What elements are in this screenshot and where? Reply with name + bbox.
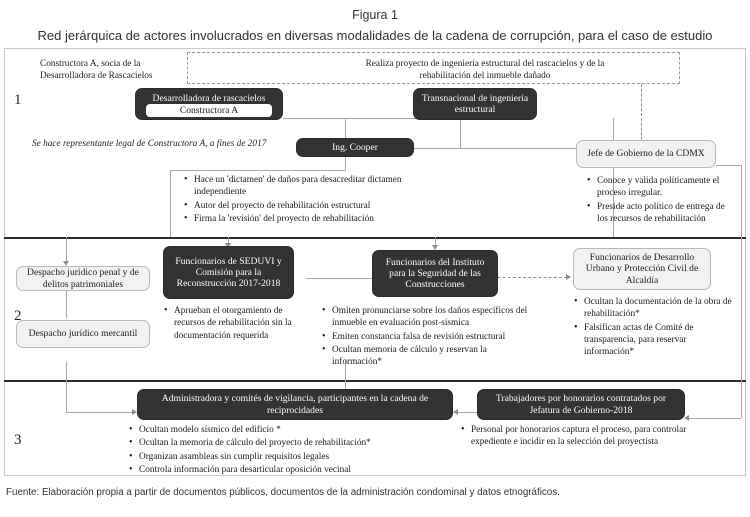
node-jefe-gobierno-cdmx[interactable]: Jefe de Gobierno de la CDMX xyxy=(576,140,716,168)
connector-instituto-down-to-administradora xyxy=(345,360,346,398)
node-jefe-gobierno-label: Jefe de Gobierno de la CDMX xyxy=(587,148,705,160)
list-item: Emiten constancia falsa de revisión estr… xyxy=(322,330,539,343)
node-trabajadores-honorarios[interactable]: Trabajadores por honorarios contratados … xyxy=(477,389,685,420)
bullets-instituto: Omiten pronunciarse sobre los daños espe… xyxy=(321,304,539,369)
connector-down-to-instituto xyxy=(435,237,436,247)
list-item: Aprueban el otorgamiento de recursos de … xyxy=(164,304,308,342)
bullets-ing-cooper: Hace un 'dictamen' de daños para desacre… xyxy=(183,173,433,226)
bullets-desarrollo-urbano: Ocultan la documentación de la obra de r… xyxy=(573,295,733,359)
node-funcionarios-seduvi[interactable]: Funcionarios de SEDUVI y Comisión para l… xyxy=(163,246,294,299)
arrowhead-despacho-penal xyxy=(62,261,69,266)
list-item: Hace un 'dictamen' de daños para desacre… xyxy=(184,173,433,199)
connector-cooper-down xyxy=(345,148,346,170)
note-constructora-socia: Constructora A, socia de la Desarrollado… xyxy=(40,59,153,82)
arrowhead-into-administradora-left xyxy=(132,408,137,415)
node-seduvi-label: Funcionarios de SEDUVI y Comisión para l… xyxy=(175,255,282,290)
node-administradora-label: Administradora y comités de vigilancia, … xyxy=(161,393,429,416)
node-transnacional-label: Transnacional de ingeniería estructural xyxy=(421,92,529,115)
connector-cooper-bullets-left xyxy=(170,170,171,237)
list-item: Controla información para desarticular o… xyxy=(129,463,418,476)
connector-desarrolladora-to-transnacional xyxy=(283,118,461,119)
node-ing-cooper[interactable]: Ing. Cooper xyxy=(296,138,414,157)
node-transnacional-ingenieria[interactable]: Transnacional de ingeniería estructural xyxy=(413,88,537,120)
node-despacho-mercantil-label: Despacho jurídico mercantil xyxy=(28,328,138,340)
connector-cooper-bullets-top xyxy=(170,170,346,171)
connector-seduvi-to-instituto xyxy=(306,278,376,279)
bullets-trabajadores: Personal por honorarios captura el proce… xyxy=(460,423,720,450)
figure-title: Red jerárquica de actores involucrados e… xyxy=(37,28,713,43)
note-representante-legal: Se hace representante legal de Construct… xyxy=(32,139,267,149)
list-item: Ocultan modelo sísmico del edificio * xyxy=(129,423,418,436)
level-divider-2 xyxy=(4,380,746,382)
list-item: Conoce y valida políticamente el proceso… xyxy=(587,174,736,200)
bullets-administradora: Ocultan modelo sísmico del edificio * Oc… xyxy=(128,423,418,477)
arrowhead-administradora-right xyxy=(453,408,458,415)
node-constructora-a-label: Constructora A xyxy=(179,105,239,116)
connector-transnacional-vertical xyxy=(460,118,461,148)
list-item: Organizan asambleas sin cumplir requisit… xyxy=(129,450,418,463)
list-item: Firma la 'revisión' del proyecto de reha… xyxy=(184,212,433,225)
connector-despacho-mercantil-down xyxy=(66,362,67,412)
list-item: Ocultan la memoria de cálculo del proyec… xyxy=(129,436,418,449)
dashed-grouping-box xyxy=(187,52,680,84)
row-number-1: 1 xyxy=(14,92,22,108)
row-number-2: 2 xyxy=(14,308,22,324)
node-trabajadores-label: Trabajadores por honorarios contratados … xyxy=(495,393,667,416)
node-despacho-juridico-penal[interactable]: Despacho jurídico penal y de delitos pat… xyxy=(16,266,150,291)
bullets-jefe-gobierno: Conoce y valida políticamente el proceso… xyxy=(586,174,736,226)
node-desarrolladora-label: Desarrolladora de rascacielos xyxy=(152,93,266,104)
list-item: Omiten pronunciarse sobre los daños espe… xyxy=(322,304,539,330)
node-funcionarios-desarrollo-urbano[interactable]: Funcionarios de Desarrollo Urbano y Prot… xyxy=(573,248,711,290)
bullets-seduvi: Aprueban el otorgamiento de recursos de … xyxy=(163,304,308,343)
node-ing-cooper-label: Ing. Cooper xyxy=(332,141,378,153)
dashed-connector-instituto-to-desarrollo-urbano xyxy=(472,277,567,278)
connector-despacho-to-administradora xyxy=(66,412,133,413)
connector-right-rail-into-trabajadores xyxy=(688,418,741,419)
list-item: Preside acto político de entrega de los … xyxy=(587,200,736,226)
connector-despacho-penal-to-mercantil xyxy=(66,290,67,318)
figure-source: Fuente: Elaboración propia a partir de d… xyxy=(6,487,560,498)
level-divider-1 xyxy=(4,237,746,239)
node-despacho-juridico-mercantil[interactable]: Despacho jurídico mercantil xyxy=(16,320,150,348)
row-number-3: 3 xyxy=(14,432,22,448)
connector-right-rail xyxy=(741,165,742,418)
node-administradora-comites[interactable]: Administradora y comités de vigilancia, … xyxy=(137,389,453,420)
connector-down-to-seduvi xyxy=(228,237,229,245)
connector-cooper-to-right xyxy=(413,148,613,149)
list-item: Falsifican actas de Comité de transparen… xyxy=(574,321,733,359)
arrowhead-into-trabajadores-right xyxy=(684,414,689,421)
note-realiza-proyecto: Realiza proyecto de ingeniería estructur… xyxy=(365,59,605,82)
list-item: Ocultan la documentación de la obra de r… xyxy=(574,295,733,321)
node-despacho-penal-label: Despacho jurídico penal y de delitos pat… xyxy=(27,267,139,290)
node-funcionarios-instituto[interactable]: Funcionarios del Instituto para la Segur… xyxy=(372,250,498,297)
connector-down-to-despacho-penal xyxy=(66,237,67,262)
list-item: Ocultan memoria de cálculo y reservan la… xyxy=(322,343,539,369)
node-constructora-a[interactable]: Constructora A xyxy=(146,104,272,117)
arrowhead-seduvi xyxy=(224,243,231,248)
dashed-connector-to-jefe-gobierno xyxy=(641,84,642,145)
connector-jefe-right-stub xyxy=(716,165,742,166)
list-item: Autor del proyecto de rehabilitación est… xyxy=(184,199,433,212)
connector-down-to-cooper xyxy=(345,118,346,148)
list-item: Personal por honorarios captura el proce… xyxy=(461,423,720,449)
connector-trabajadores-left-stub xyxy=(457,412,477,413)
figure-label: Figura 1 xyxy=(352,8,398,22)
arrowhead-instituto xyxy=(431,245,438,250)
arrowhead-desarrollo-urbano xyxy=(566,273,571,280)
node-instituto-label: Funcionarios del Instituto para la Segur… xyxy=(385,256,485,291)
node-desarrollo-urbano-label: Funcionarios de Desarrollo Urbano y Prot… xyxy=(585,252,699,286)
